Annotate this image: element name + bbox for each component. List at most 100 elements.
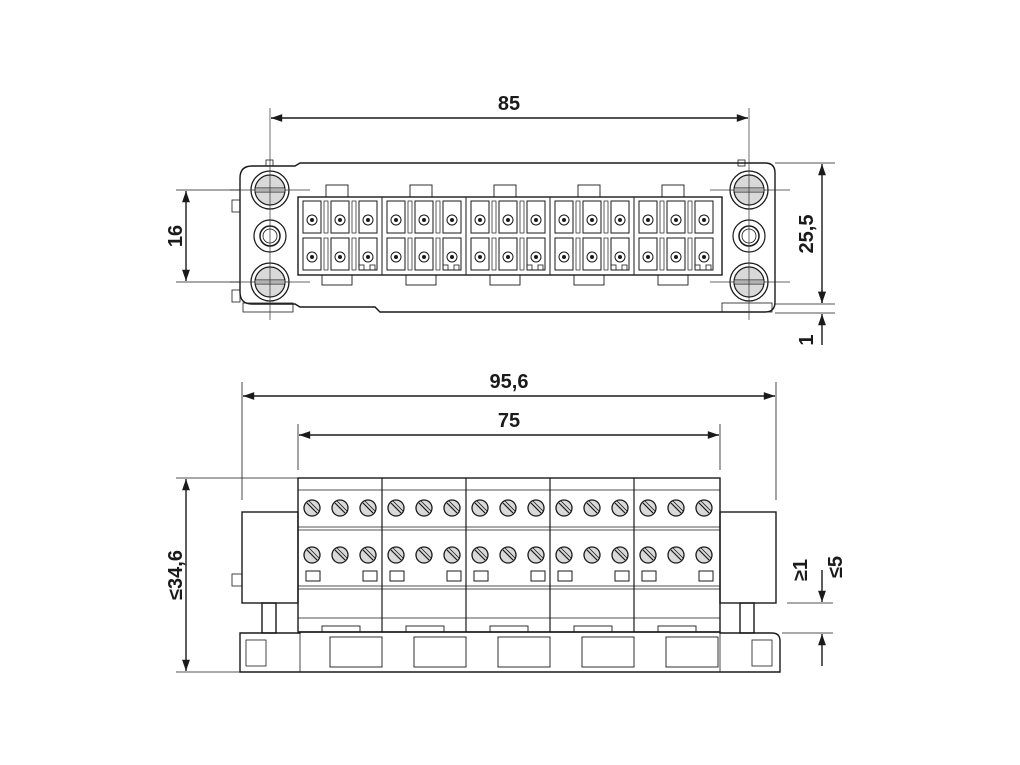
test-socket-icon bbox=[698, 570, 714, 582]
spring-terminal-icon bbox=[694, 237, 714, 271]
base-slot bbox=[329, 636, 383, 668]
latch-tab bbox=[573, 274, 605, 286]
screw-icon bbox=[443, 546, 461, 564]
screw-icon bbox=[303, 546, 321, 564]
test-socket-icon bbox=[389, 570, 405, 582]
top-view bbox=[230, 108, 790, 320]
spring-terminal-icon bbox=[582, 200, 602, 234]
spring-terminal-icon bbox=[358, 200, 378, 234]
screw-icon bbox=[583, 546, 601, 564]
test-socket-icon bbox=[530, 570, 546, 582]
dimension-85: 85 bbox=[271, 93, 748, 122]
dimension-95-6: 95,6 bbox=[241, 371, 777, 500]
test-socket-icon bbox=[641, 570, 657, 582]
spring-terminal-icon bbox=[498, 237, 518, 271]
spring-terminal-icon bbox=[582, 237, 602, 271]
latch-tab bbox=[325, 184, 349, 198]
screw-icon bbox=[555, 499, 573, 517]
dimension-34-6: ≤34,6 bbox=[165, 477, 298, 673]
dimension-gap: ≥1 ≤5 bbox=[782, 556, 847, 666]
front-view bbox=[231, 477, 781, 673]
screw-icon bbox=[331, 546, 349, 564]
test-socket-icon bbox=[557, 570, 573, 582]
dim-label-max-5: ≤5 bbox=[825, 556, 847, 578]
mounting-screw-left bbox=[261, 602, 277, 634]
dim-label-1: 1 bbox=[796, 334, 818, 345]
spring-terminal-icon bbox=[330, 237, 350, 271]
latch-tab bbox=[409, 184, 433, 198]
spring-terminal-icon bbox=[526, 237, 546, 271]
right-end-cap bbox=[719, 511, 777, 604]
screw-icon bbox=[611, 546, 629, 564]
test-socket-icon bbox=[614, 570, 630, 582]
screw-icon bbox=[527, 546, 545, 564]
latch-tab bbox=[657, 274, 689, 286]
spring-terminal-icon bbox=[386, 200, 406, 234]
screw-icon bbox=[583, 499, 601, 517]
screw-icon bbox=[415, 546, 433, 564]
dim-label-75: 75 bbox=[498, 410, 520, 432]
latch-tab bbox=[321, 625, 361, 633]
terminal-field bbox=[297, 196, 723, 276]
spring-terminal-icon bbox=[666, 237, 686, 271]
dim-label-min-1: ≥1 bbox=[790, 559, 812, 581]
latch-tab bbox=[489, 625, 529, 633]
screw-icon bbox=[555, 546, 573, 564]
spring-terminal-icon bbox=[498, 200, 518, 234]
latch-tab bbox=[573, 625, 613, 633]
screw-icon bbox=[499, 499, 517, 517]
dim-label-16: 16 bbox=[165, 225, 187, 247]
base-rail bbox=[239, 631, 781, 673]
test-socket-icon bbox=[446, 570, 462, 582]
screw-icon bbox=[471, 499, 489, 517]
screw-icon bbox=[695, 499, 713, 517]
dimension-16: 16 bbox=[165, 189, 240, 283]
dim-label-34-6: ≤34,6 bbox=[165, 550, 187, 600]
test-socket-icon bbox=[305, 570, 321, 582]
latch-tab bbox=[657, 625, 697, 633]
spring-terminal-icon bbox=[610, 237, 630, 271]
screw-icon bbox=[667, 499, 685, 517]
screw-icon bbox=[443, 499, 461, 517]
screw-icon bbox=[359, 499, 377, 517]
spring-terminal-icon bbox=[442, 200, 462, 234]
screw-icon bbox=[415, 499, 433, 517]
screw-icon bbox=[639, 499, 657, 517]
latch-tab bbox=[405, 274, 437, 286]
dimension-25-5: 25,5 1 bbox=[775, 162, 835, 346]
dim-label-95-6: 95,6 bbox=[490, 371, 529, 393]
screw-icon bbox=[359, 546, 377, 564]
base-slot bbox=[497, 636, 551, 668]
spring-terminal-icon bbox=[554, 237, 574, 271]
screw-icon bbox=[639, 546, 657, 564]
spring-terminal-icon bbox=[470, 200, 490, 234]
spring-terminal-icon bbox=[554, 200, 574, 234]
latch-tab bbox=[405, 625, 445, 633]
spring-terminal-icon bbox=[610, 200, 630, 234]
spring-terminal-icon bbox=[694, 200, 714, 234]
base-slot bbox=[413, 636, 467, 668]
base-slot bbox=[665, 636, 719, 668]
screw-icon bbox=[667, 546, 685, 564]
spring-terminal-icon bbox=[330, 200, 350, 234]
screw-icon bbox=[499, 546, 517, 564]
latch-tab bbox=[321, 274, 353, 286]
latch-tab bbox=[577, 184, 601, 198]
screw-icon bbox=[387, 546, 405, 564]
test-socket-icon bbox=[362, 570, 378, 582]
latch-tab bbox=[493, 184, 517, 198]
screw-icon bbox=[611, 499, 629, 517]
latch-tab bbox=[489, 274, 521, 286]
test-socket-icon bbox=[473, 570, 489, 582]
latch-tab bbox=[661, 184, 685, 198]
mounting-screw-right bbox=[739, 602, 755, 634]
screw-icon bbox=[387, 499, 405, 517]
left-end-cap bbox=[241, 511, 299, 604]
screw-icon bbox=[303, 499, 321, 517]
dimension-75: 75 bbox=[297, 410, 721, 470]
screw-icon bbox=[331, 499, 349, 517]
spring-terminal-icon bbox=[470, 237, 490, 271]
screw-icon bbox=[695, 546, 713, 564]
spring-terminal-icon bbox=[526, 200, 546, 234]
